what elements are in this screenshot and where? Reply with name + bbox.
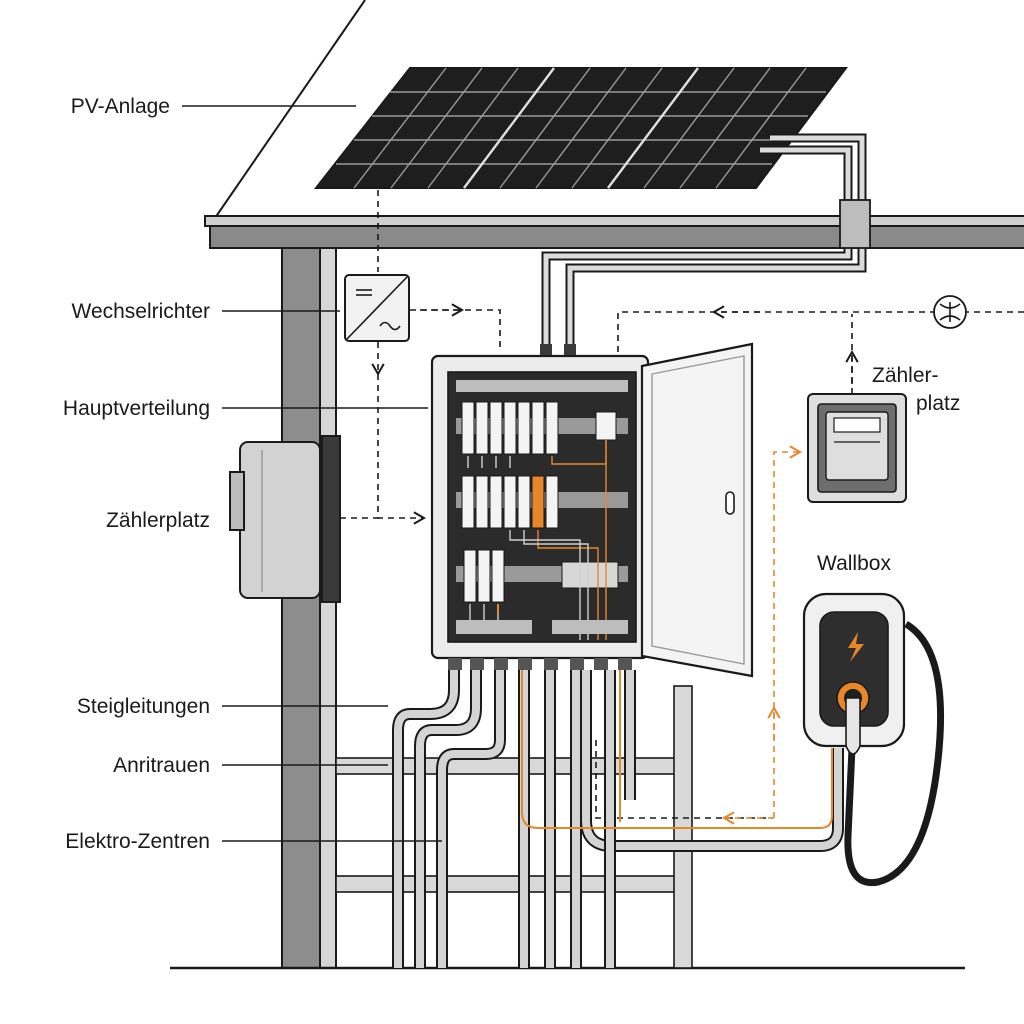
panel-bottom-bar-right xyxy=(552,620,628,634)
panel-door-handle xyxy=(725,491,735,515)
meter-symbol-icon xyxy=(933,295,967,329)
panel-door xyxy=(640,342,754,678)
signal-inverter-to-panel xyxy=(410,309,501,352)
label-pv: PV-Anlage xyxy=(71,95,170,118)
wallbox-cable xyxy=(844,620,945,887)
solar-panel xyxy=(313,67,848,189)
wall-column xyxy=(281,247,337,969)
wallbox xyxy=(802,592,945,887)
frame-beam-top xyxy=(335,757,691,775)
leader-lines xyxy=(182,105,442,842)
breaker-row-3 xyxy=(463,549,619,603)
lightning-icon xyxy=(848,632,864,662)
meter-right-display xyxy=(833,417,881,433)
wall-column-dark xyxy=(281,247,321,969)
label-inverter: Wechselrichter xyxy=(72,300,211,323)
breaker-row-1 xyxy=(461,401,617,455)
label-risers: Steigleitungen xyxy=(77,695,210,718)
pv-cable-clamp xyxy=(839,199,871,249)
wallbox-plug xyxy=(845,697,861,755)
label-anritrauen: Anritrauen xyxy=(113,754,210,777)
meter-box-left xyxy=(229,435,341,603)
breaker-wallbox xyxy=(531,475,545,529)
wall-column-light xyxy=(319,247,337,969)
signal-to-main-panel xyxy=(377,374,427,525)
panel-door-body xyxy=(640,342,754,678)
label-wallbox: Wallbox xyxy=(817,552,891,575)
panel-wiring xyxy=(467,440,607,640)
panel-bottom-bar-left xyxy=(456,620,532,634)
signal-lines xyxy=(340,190,1024,819)
label-meter-right-line2: platz xyxy=(916,392,960,415)
signal-bottom-grey xyxy=(595,740,772,819)
roof-fascia xyxy=(204,215,1024,227)
wallbox-feed-cable xyxy=(521,670,833,829)
labels: PV-Anlage Wechselrichter Hauptverteilung… xyxy=(63,95,960,853)
inverter-dc-ac-icon xyxy=(346,276,408,340)
label-main-panel: Hauptverteilung xyxy=(63,397,210,420)
meter-left-hinge xyxy=(229,471,245,531)
pv-cable xyxy=(540,133,871,356)
panel-top-bar xyxy=(456,380,628,392)
panel-door-inset xyxy=(651,355,745,665)
terminal-block xyxy=(561,561,619,589)
riser-cables xyxy=(392,670,844,968)
meter-box-right xyxy=(807,393,907,503)
label-meter-right-line1: Zähler- xyxy=(872,364,939,387)
signal-top-return xyxy=(617,311,1024,352)
roof-slope-line xyxy=(214,0,366,219)
pv-cable-gland-2 xyxy=(564,344,576,356)
inverter xyxy=(344,274,410,342)
roof-gutter xyxy=(209,225,1024,249)
meter-left-mount xyxy=(321,435,341,603)
meter-left-housing xyxy=(239,441,321,599)
breaker-row-2 xyxy=(461,475,559,529)
label-meter-left: Zählerplatz xyxy=(106,509,210,532)
pv-cable-gland-1 xyxy=(540,344,552,356)
wallbox-signal xyxy=(721,445,803,825)
solar-panel-module-dividers xyxy=(463,67,699,189)
frame-beam-bottom xyxy=(335,875,691,893)
roof xyxy=(204,0,1024,249)
label-elektro: Elektro-Zentren xyxy=(65,830,210,853)
main-distribution-panel xyxy=(430,354,650,670)
panel-cable-glands xyxy=(448,658,632,670)
